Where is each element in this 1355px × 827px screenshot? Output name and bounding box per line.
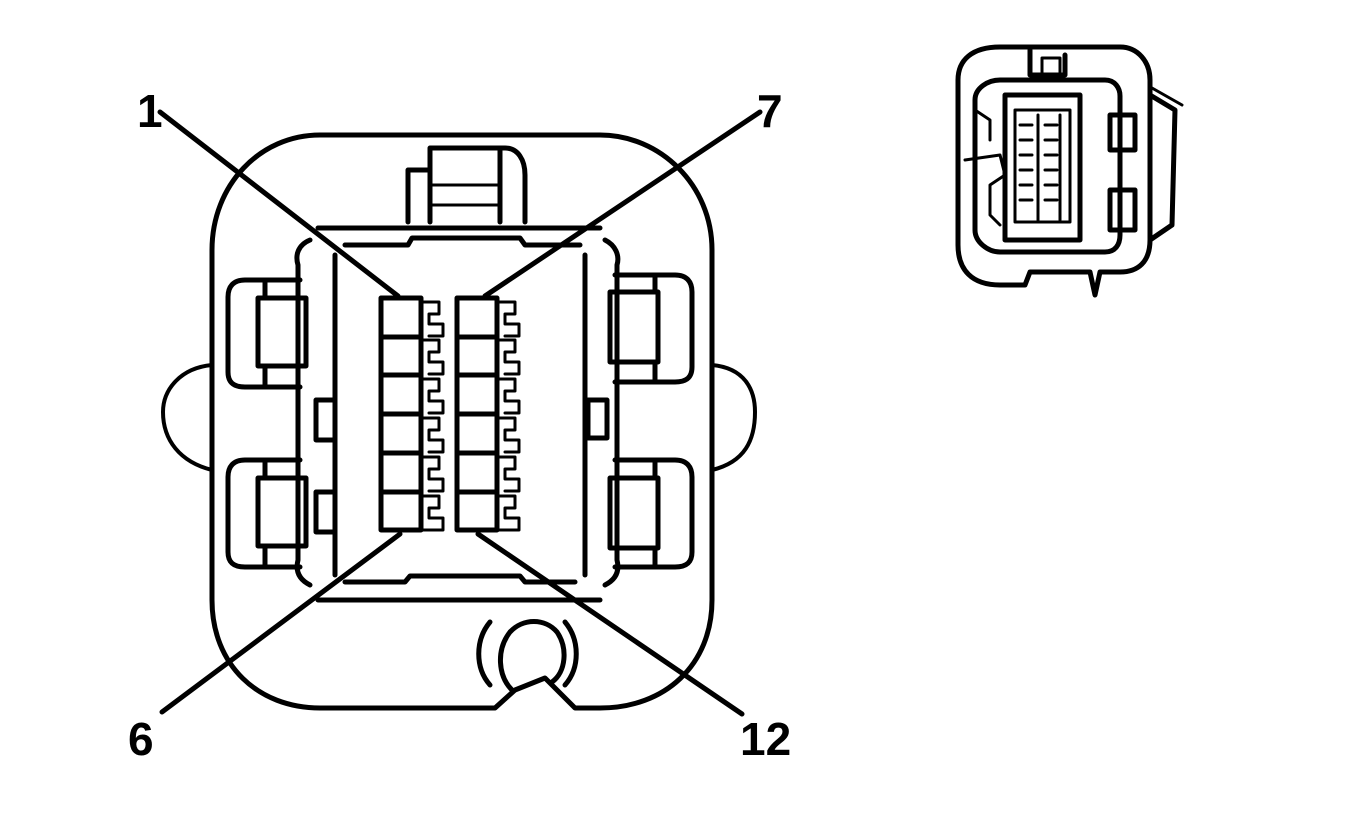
- leader-line-pin-6: [159, 531, 403, 715]
- connector-perspective-view: [955, 44, 1184, 298]
- connector-face-view: [157, 109, 763, 717]
- pin-label-1: 1: [137, 85, 163, 137]
- terminal-column-left: [378, 295, 445, 533]
- left-lobe: [161, 363, 214, 472]
- leader-line-pin-12: [475, 531, 745, 717]
- pin-label-6: 6: [128, 713, 154, 765]
- inner-frame: [294, 225, 621, 603]
- terminal-column-right: [454, 295, 521, 533]
- bottom-key-slot: [476, 619, 579, 693]
- right-latch-upper: [607, 272, 695, 385]
- leader-line-pin-1: [157, 109, 401, 299]
- pin-label-7: 7: [757, 85, 783, 137]
- right-lobe: [710, 363, 757, 472]
- top-latch: [405, 145, 528, 225]
- leader-line-pin-7: [482, 109, 763, 299]
- pin-label-12: 12: [740, 713, 791, 765]
- left-latch-upper: [225, 277, 309, 390]
- left-latch-lower: [225, 457, 309, 570]
- connector-body-outline: [209, 132, 715, 711]
- right-latch-lower: [607, 457, 695, 570]
